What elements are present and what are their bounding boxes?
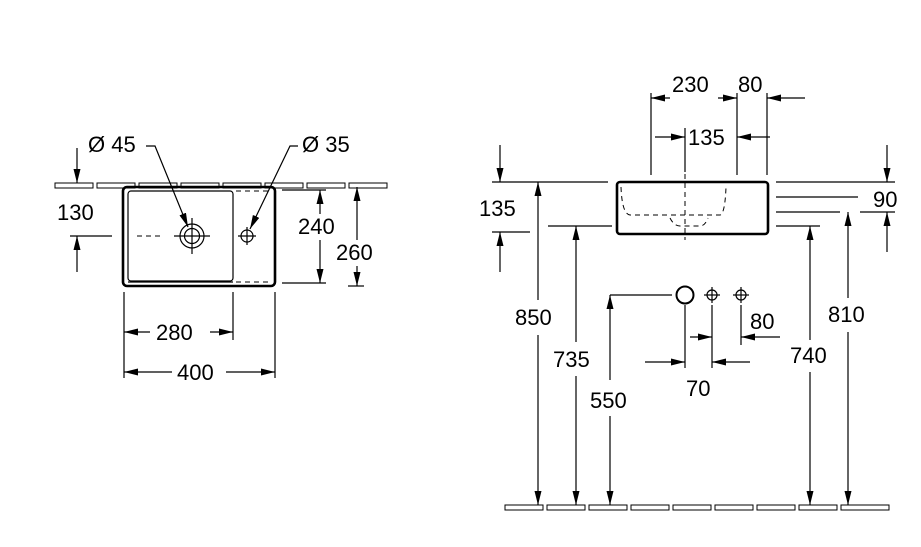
dim-80-top: 80 xyxy=(738,72,762,97)
dim-735: 735 xyxy=(553,347,590,372)
tap-hole-icon xyxy=(238,227,256,245)
dim-135-top: 135 xyxy=(688,125,725,150)
basin-outline xyxy=(121,185,277,288)
dim-280: 280 xyxy=(156,320,193,345)
dim-70: 70 xyxy=(686,376,710,401)
dim-260: 260 xyxy=(336,240,373,265)
floor-strip xyxy=(504,504,890,511)
dim-80-bottom: 80 xyxy=(750,309,774,334)
dim-135-left: 135 xyxy=(479,196,516,221)
supply-connection-icon xyxy=(733,287,749,303)
wall-strip xyxy=(54,182,388,189)
waste-outlet-icon xyxy=(675,285,695,305)
dim-550: 550 xyxy=(590,388,627,413)
dim-400: 400 xyxy=(177,360,214,385)
supply-connection-icon xyxy=(704,287,720,303)
dim-230: 230 xyxy=(672,72,709,97)
drain-diameter-label: Ø 45 xyxy=(88,132,136,157)
dim-740: 740 xyxy=(790,343,827,368)
dim-90: 90 xyxy=(873,187,897,212)
side-view: 230 80 135 135 850 735 550 xyxy=(479,72,897,511)
dim-850: 850 xyxy=(515,305,552,330)
top-view: Ø 45 Ø 35 130 240 260 280 400 xyxy=(54,132,388,385)
basin-side-outline xyxy=(615,180,770,236)
basin-bowl xyxy=(127,190,234,282)
dim-240: 240 xyxy=(298,214,335,239)
tap-hole-diameter-label: Ø 35 xyxy=(302,132,350,157)
dim-130: 130 xyxy=(57,200,94,225)
dim-810: 810 xyxy=(828,302,865,327)
drain-icon xyxy=(174,218,210,254)
